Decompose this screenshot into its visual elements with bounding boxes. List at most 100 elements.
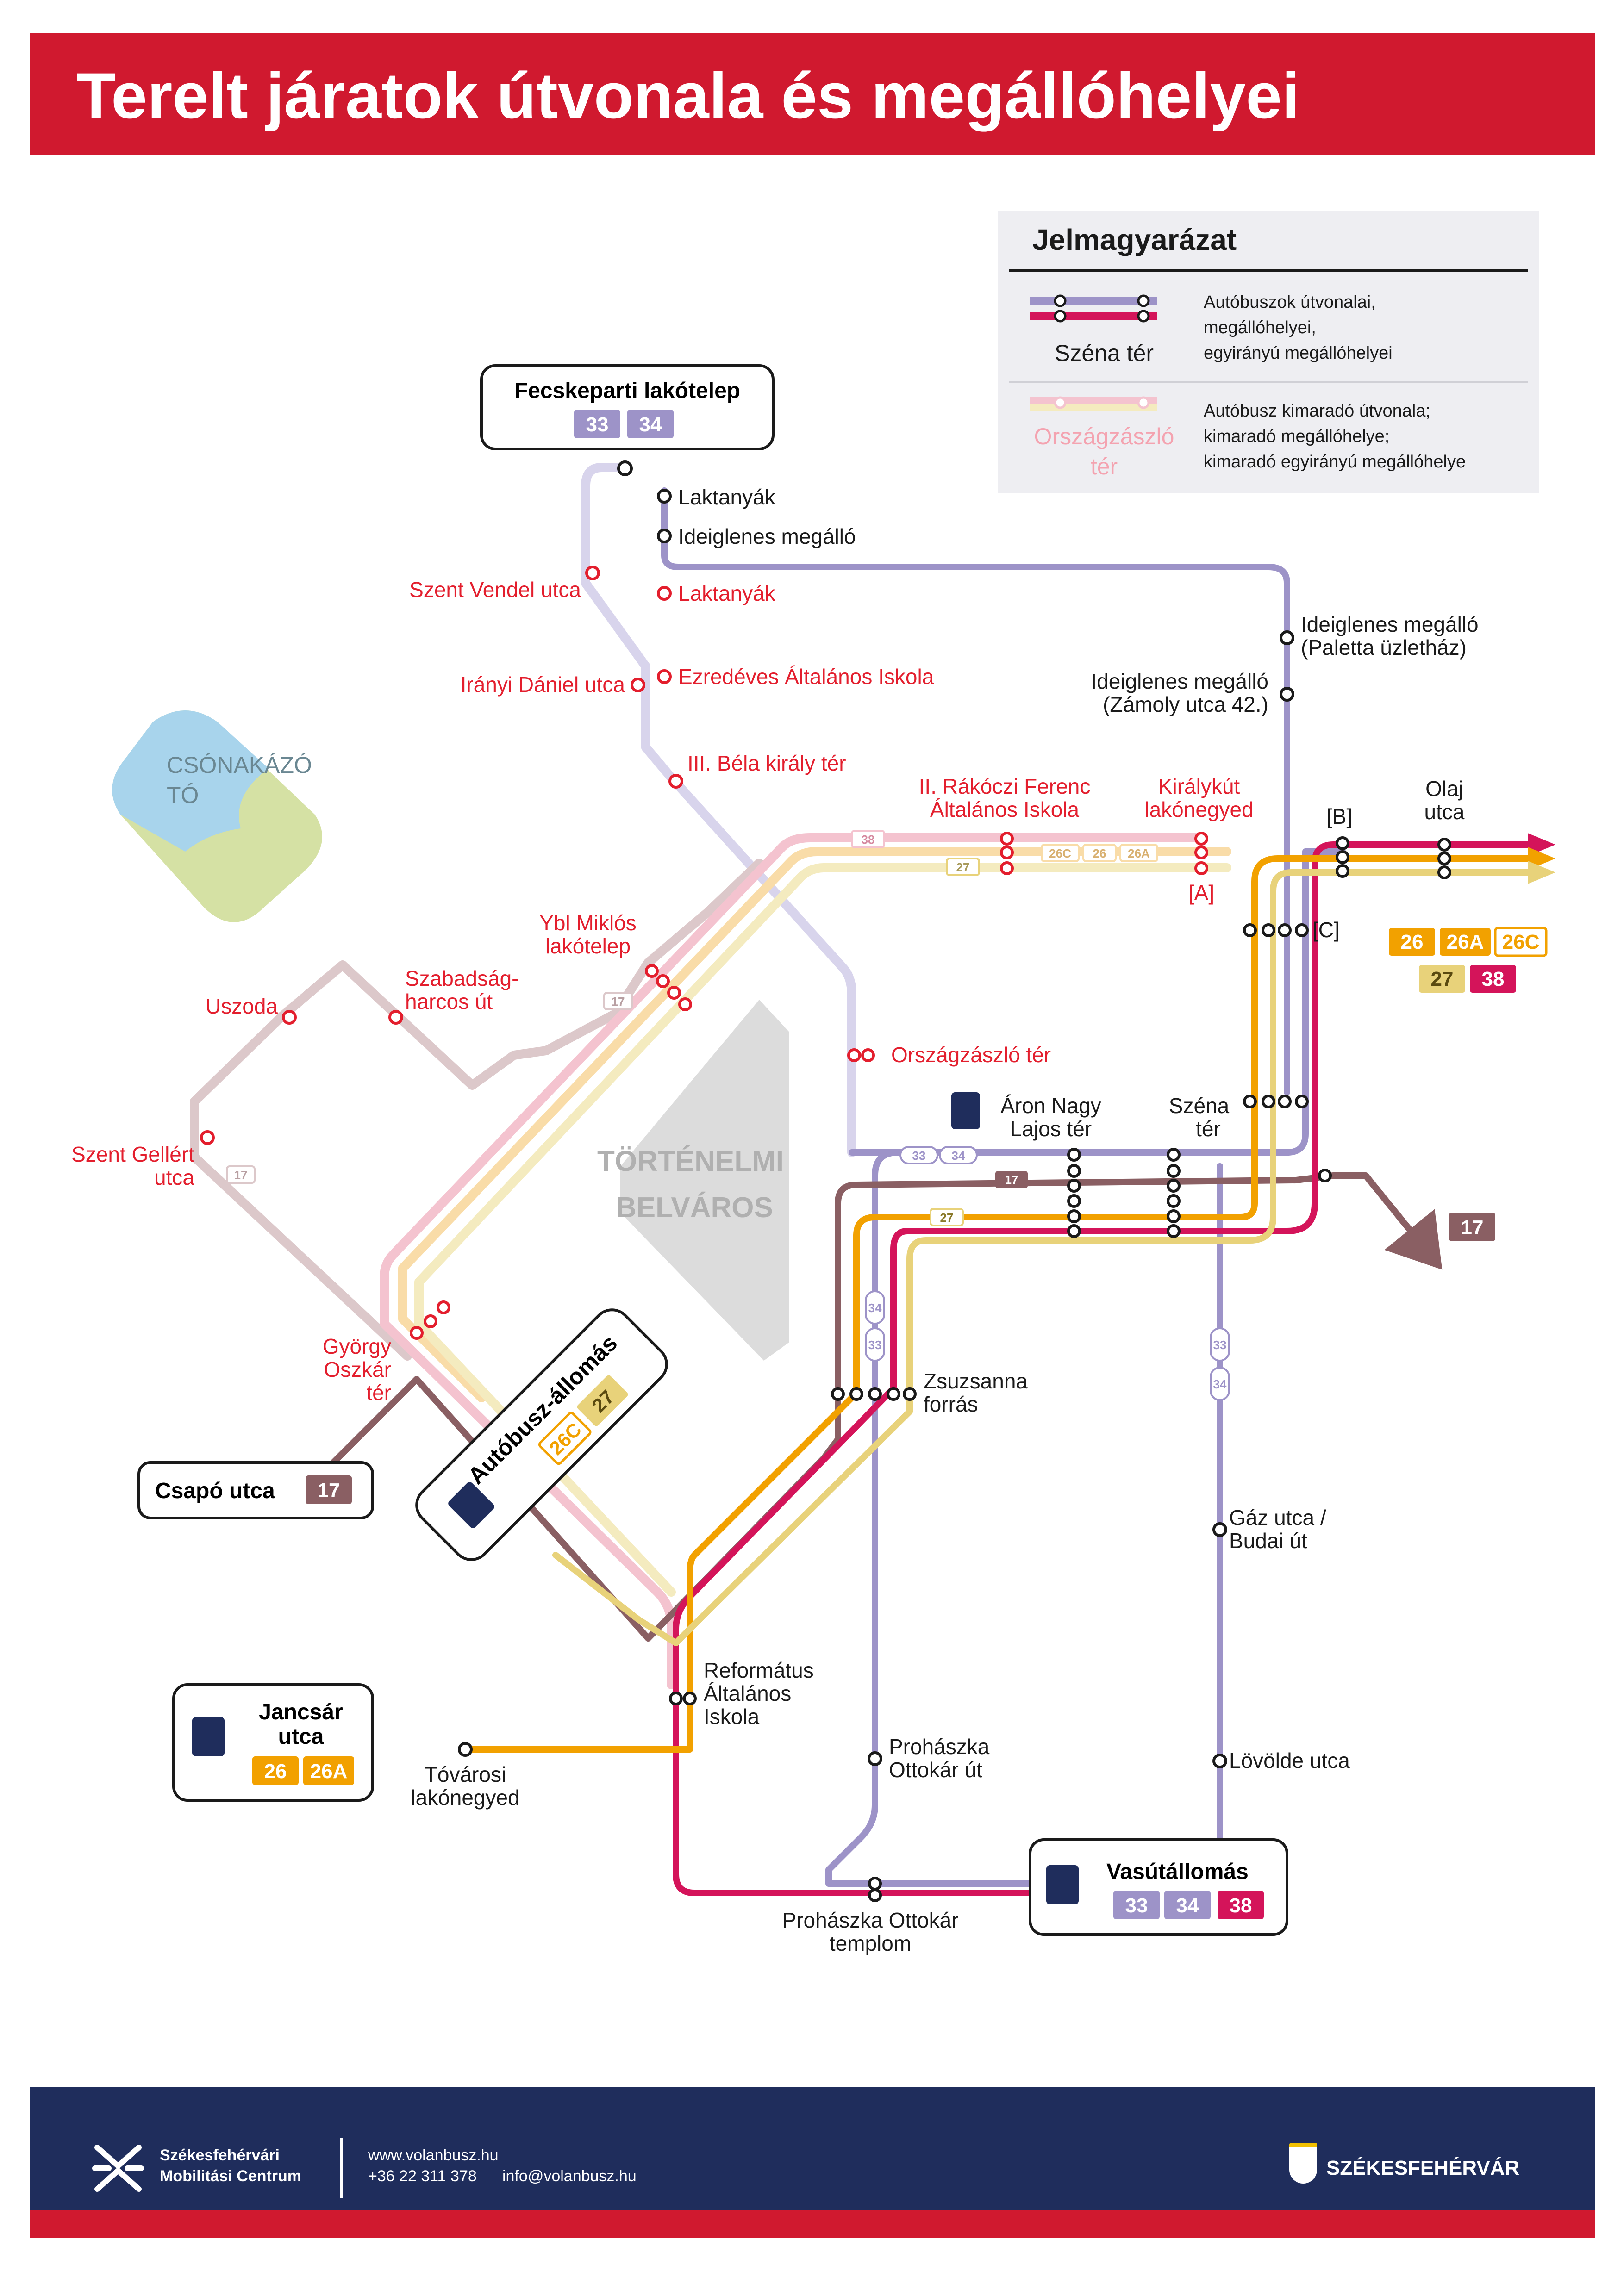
stop-aron-6 <box>1067 1224 1081 1238</box>
legend-active-desc-2: megállóhelyei, <box>1204 318 1316 337</box>
terminal-autobusz: Autóbusz-állomás 26C 27 <box>415 1308 668 1561</box>
stop-zamoly <box>1280 687 1294 702</box>
label-kiralykut-1: Királykút <box>1158 774 1240 798</box>
tag-27-skipped: 27 <box>956 860 970 874</box>
stop-aron-5 <box>1067 1209 1081 1223</box>
label-aron-1: Áron Nagy <box>1000 1094 1101 1118</box>
footer-divider <box>340 2138 343 2198</box>
stop-paletta <box>1280 630 1294 645</box>
stop-szena-s-2 <box>1167 1164 1181 1178</box>
terminal-vasut: Vasútállomás 33 34 38 <box>1029 1838 1288 1936</box>
label-uszoda: Uszoda <box>206 994 278 1018</box>
stop-17-east <box>1318 1169 1332 1182</box>
footer-org-line-1: Székesfehérvári <box>160 2147 280 2164</box>
skipped-ybl-2 <box>656 974 670 988</box>
skipped-gyorgy-2 <box>424 1314 437 1328</box>
label-prohaszka-ut-1: Prohászka <box>889 1735 990 1759</box>
label-gyorgy-1: György <box>323 1334 391 1358</box>
legend-active-stop: Széna tér <box>1055 340 1154 366</box>
skipped-gyorgy-1 <box>410 1326 424 1340</box>
route-38 <box>673 841 1545 1896</box>
label-laktanyak: Laktanyák <box>678 485 776 509</box>
skipped-rakoczi-1 <box>1000 832 1014 846</box>
stop-szena-s-1 <box>1167 1148 1181 1162</box>
tag-17-west: 17 <box>234 1168 248 1182</box>
terminal-csapo-name: Csapó utca <box>155 1479 275 1503</box>
label-b: [B] <box>1326 804 1352 828</box>
footer: Székesfehérvári Mobilitási Centrum www.v… <box>30 2087 1595 2238</box>
terminal-jancsar-route-26a: 26A <box>310 1760 348 1783</box>
stop-b-3 <box>1336 864 1349 878</box>
footer-org-line-2: Mobilitási Centrum <box>160 2167 302 2185</box>
skipped-stops <box>200 566 1208 1340</box>
footer-web-link[interactable]: www.volanbusz.hu <box>368 2147 499 2164</box>
label-szena-2: tér <box>1196 1117 1221 1141</box>
label-rakoczi-2: Általános Iskola <box>930 797 1080 821</box>
label-olaj-2: utca <box>1424 800 1465 824</box>
label-szent-vendel: Szent Vendel utca <box>409 578 581 602</box>
page-title: Terelt járatok útvonala és megállóhelyei <box>76 59 1300 132</box>
label-prohaszka-templom-1: Prohászka Ottokár <box>782 1908 959 1932</box>
legend-skipped-desc-3: kimaradó egyirányú megállóhelye <box>1204 452 1466 472</box>
stop-b-2 <box>1336 850 1349 864</box>
footer-email-link[interactable]: info@volanbusz.hu <box>502 2167 637 2185</box>
stop-szena-1 <box>1243 1095 1257 1108</box>
badge-26a: 26A <box>1447 931 1484 953</box>
skipped-ybl-1 <box>645 964 659 978</box>
stop-olaj-3 <box>1437 865 1451 879</box>
label-paletta-2: (Paletta üzletház) <box>1301 635 1467 660</box>
skipped-kiralykut-1 <box>1194 832 1208 846</box>
terminal-csapo-route-17: 17 <box>318 1479 340 1502</box>
historic-center-shape: TÖRTÉNELMI BELVÁROS <box>597 1000 789 1361</box>
active-stop-labels: Laktanyák Ideiglenes megálló Ideiglenes … <box>411 485 1478 1955</box>
label-reformatus-2: Általános <box>704 1681 791 1705</box>
terminal-jancsar-name-2: utca <box>278 1724 324 1749</box>
label-szena-1: Széna <box>1169 1094 1230 1118</box>
skipped-uszoda <box>282 1010 297 1025</box>
terminal-jancsar: Jancsár utca 26 26A <box>172 1683 374 1802</box>
skipped-iranyi <box>631 678 645 692</box>
label-tovarosi-2: lakónegyed <box>411 1786 519 1810</box>
label-gaz-2: Budai út <box>1229 1529 1307 1553</box>
stop-zsuzsanna-1 <box>831 1387 845 1401</box>
label-c: [C] <box>1312 918 1340 942</box>
skipped-szent-vendel <box>585 566 600 580</box>
label-tovarosi-1: Tóvárosi <box>425 1762 506 1786</box>
skipped-rakoczi-3 <box>1000 861 1014 875</box>
route-27 <box>552 869 1545 1646</box>
badge-26c: 26C <box>1502 931 1540 953</box>
skipped-ybl-3 <box>667 986 681 1000</box>
label-gyorgy-2: Oszkár <box>324 1357 391 1381</box>
east-route-badges: 26 26A 26C 27 38 <box>1389 927 1548 993</box>
tag-34: 34 <box>952 1149 965 1163</box>
terminal-jancsar-name-1: Jancsár <box>259 1700 343 1724</box>
stop-reformatus-1 <box>669 1692 683 1705</box>
stop-c-3 <box>1278 923 1292 937</box>
label-zsuzsanna-2: forrás <box>924 1392 978 1416</box>
label-a: [A] <box>1188 881 1214 905</box>
route-26 <box>464 855 1545 1753</box>
legend-title: Jelmagyarázat <box>1032 223 1237 256</box>
tag-26a-skipped: 26A <box>1128 846 1150 860</box>
legend-active-desc-3: egyirányú megállóhelyei <box>1204 343 1393 363</box>
terminal-fecskeparti-route-34: 34 <box>639 413 662 436</box>
badge-17-east-label: 17 <box>1461 1216 1484 1239</box>
label-zsuzsanna-1: Zsuzsanna <box>924 1369 1028 1393</box>
terminal-vasut-route-38: 38 <box>1230 1894 1252 1917</box>
label-reformatus-3: Iskola <box>704 1705 760 1729</box>
stop-szena-s-5 <box>1167 1209 1181 1223</box>
stop-aron-3 <box>1067 1179 1081 1193</box>
skipped-route-33-34 <box>581 463 856 1157</box>
stop-reformatus-2 <box>683 1692 697 1705</box>
skipped-orszagzaszlo-1 <box>847 1048 861 1062</box>
skipped-laktanyak <box>657 586 672 601</box>
label-ideiglenes: Ideiglenes megálló <box>678 524 856 548</box>
tag-26-skipped: 26 <box>1093 846 1106 860</box>
terminal-csapo: Csapó utca 17 <box>137 1461 374 1519</box>
terminal-fecskeparti: Fecskeparti lakótelep 33 34 <box>480 364 775 450</box>
tag-27: 27 <box>940 1211 954 1225</box>
skipped-bela <box>668 774 683 789</box>
label-iranyi: Irányi Dániel utca <box>461 672 625 697</box>
mobility-centre-logo <box>92 2145 144 2192</box>
stop-olaj-2 <box>1437 852 1451 865</box>
